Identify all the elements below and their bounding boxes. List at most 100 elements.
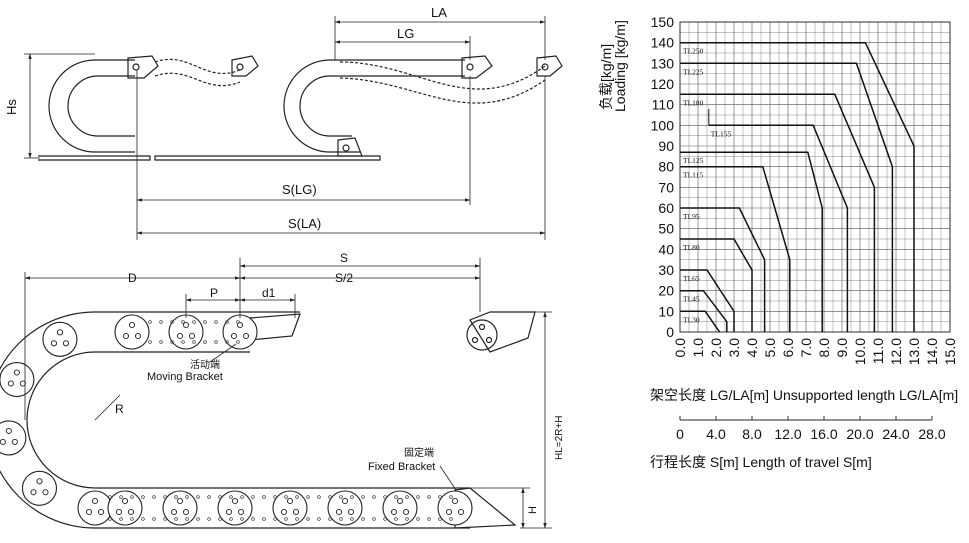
x-tick-label: 14.0 xyxy=(924,338,940,365)
dim-hl: HL=2R+H xyxy=(554,416,565,460)
chain-hole xyxy=(416,495,420,499)
dim-s: S xyxy=(340,251,348,265)
right-bracket-roller-icon xyxy=(466,319,498,351)
chain-hole xyxy=(163,517,167,521)
chain-hole xyxy=(240,517,244,521)
chain-hole xyxy=(449,495,453,499)
chain-hole xyxy=(108,495,112,499)
series-label: TL80 xyxy=(683,243,700,252)
chain-roller xyxy=(217,490,253,526)
chain-roller xyxy=(168,314,204,350)
chain-roller xyxy=(382,490,418,526)
chain-hole xyxy=(148,320,152,324)
dim-r: R xyxy=(115,402,124,416)
chain-hole xyxy=(273,517,277,521)
chain-hole xyxy=(405,517,409,521)
x-tick-label: 4.0 xyxy=(744,338,760,358)
chain-hole xyxy=(306,517,310,521)
chain-hole xyxy=(361,517,365,521)
chain-roller xyxy=(21,470,58,506)
right-moving-bracket xyxy=(337,137,363,157)
right-sag-dashed xyxy=(339,61,546,90)
chain-hole xyxy=(317,495,321,499)
chain-hole xyxy=(427,495,431,499)
chain-roller xyxy=(77,490,113,526)
series-line-tl30 xyxy=(680,310,721,333)
y-tick-label: 30 xyxy=(658,262,674,278)
chain-hole xyxy=(170,320,174,324)
chart-ylabel-cn: 负载[kg/m] xyxy=(598,44,614,110)
chain-hole xyxy=(225,320,229,324)
y-tick-label: 50 xyxy=(658,221,674,237)
dim-h: H xyxy=(527,506,539,514)
x-tick-label: 15.0 xyxy=(942,338,958,365)
chain-hole xyxy=(328,517,332,521)
top-left-dimensions xyxy=(24,16,546,240)
chain-hole xyxy=(152,495,156,499)
x-tick-label: 12.0 xyxy=(888,338,904,365)
series-label: TL95 xyxy=(683,212,700,221)
chain-hole xyxy=(240,495,244,499)
left-chain-outer xyxy=(48,59,135,153)
y-tick-label: 60 xyxy=(658,200,674,216)
chain-roller xyxy=(272,490,308,526)
series-label: TL155 xyxy=(711,129,732,138)
chain-hole xyxy=(229,495,233,499)
chain-hole xyxy=(350,517,354,521)
chain-hole xyxy=(225,340,229,344)
chain-hole xyxy=(119,517,123,521)
right-bracket-shape xyxy=(469,311,536,353)
chain-hole xyxy=(383,495,387,499)
x2-tick-label: 12.0 xyxy=(774,426,801,442)
chain-roller xyxy=(114,314,150,350)
chain-hole xyxy=(394,495,398,499)
series-line-tl155 xyxy=(708,124,849,332)
left-chain-end xyxy=(127,55,159,79)
chain-hole xyxy=(119,495,123,499)
series-label: TL65 xyxy=(683,274,700,283)
left-sag-dashed xyxy=(154,58,241,75)
chart-ylabel-en: Loading [kg/m] xyxy=(612,20,628,112)
x-tick-label: 5.0 xyxy=(762,338,778,358)
dim-d: D xyxy=(128,271,137,285)
chain-hole xyxy=(148,340,152,344)
chain-roller xyxy=(327,490,363,526)
chain-hole xyxy=(449,517,453,521)
dim-d1: d1 xyxy=(262,286,276,300)
left-chain-inner xyxy=(67,75,135,137)
chain-hole xyxy=(218,517,222,521)
chain-hole xyxy=(196,495,200,499)
chain-hole xyxy=(394,517,398,521)
right-far-pivot-icon xyxy=(541,63,549,71)
chain-hole xyxy=(152,517,156,521)
y-tick-label: 80 xyxy=(658,159,674,175)
chain-hole xyxy=(174,495,178,499)
chain-hole xyxy=(141,517,145,521)
x-tick-label: 11.0 xyxy=(870,338,886,364)
right-floor xyxy=(154,155,381,161)
y-tick-label: 10 xyxy=(658,303,674,319)
chain-hole xyxy=(284,495,288,499)
x-tick-label: 1.0 xyxy=(690,338,706,358)
chain-outline-inner xyxy=(26,351,470,489)
series-line-tl95 xyxy=(680,207,766,332)
y-tick-label: 0 xyxy=(666,324,674,340)
chain-hole xyxy=(405,495,409,499)
right-chain-outer xyxy=(283,59,360,153)
chain-roller xyxy=(162,490,198,526)
left-sag-dashed-2 xyxy=(154,72,241,87)
dim-s-la: S(LA) xyxy=(288,216,321,231)
right-upper-pivot-icon xyxy=(466,63,474,71)
y-tick-label: 90 xyxy=(658,138,674,154)
load-chart: 01020304050607080901001101201301401500.0… xyxy=(651,14,958,442)
series-line-tl80 xyxy=(680,238,753,332)
chain-hole xyxy=(130,517,134,521)
chain-hole xyxy=(170,340,174,344)
chain-hole xyxy=(207,517,211,521)
chain-hole xyxy=(295,517,299,521)
fixed-bracket-en: Fixed Bracket xyxy=(368,461,435,473)
series-line-tl250 xyxy=(680,41,915,332)
chain-hole xyxy=(427,517,431,521)
left-far-pivot-icon xyxy=(236,63,244,71)
x2-tick-label: 4.0 xyxy=(706,426,726,442)
